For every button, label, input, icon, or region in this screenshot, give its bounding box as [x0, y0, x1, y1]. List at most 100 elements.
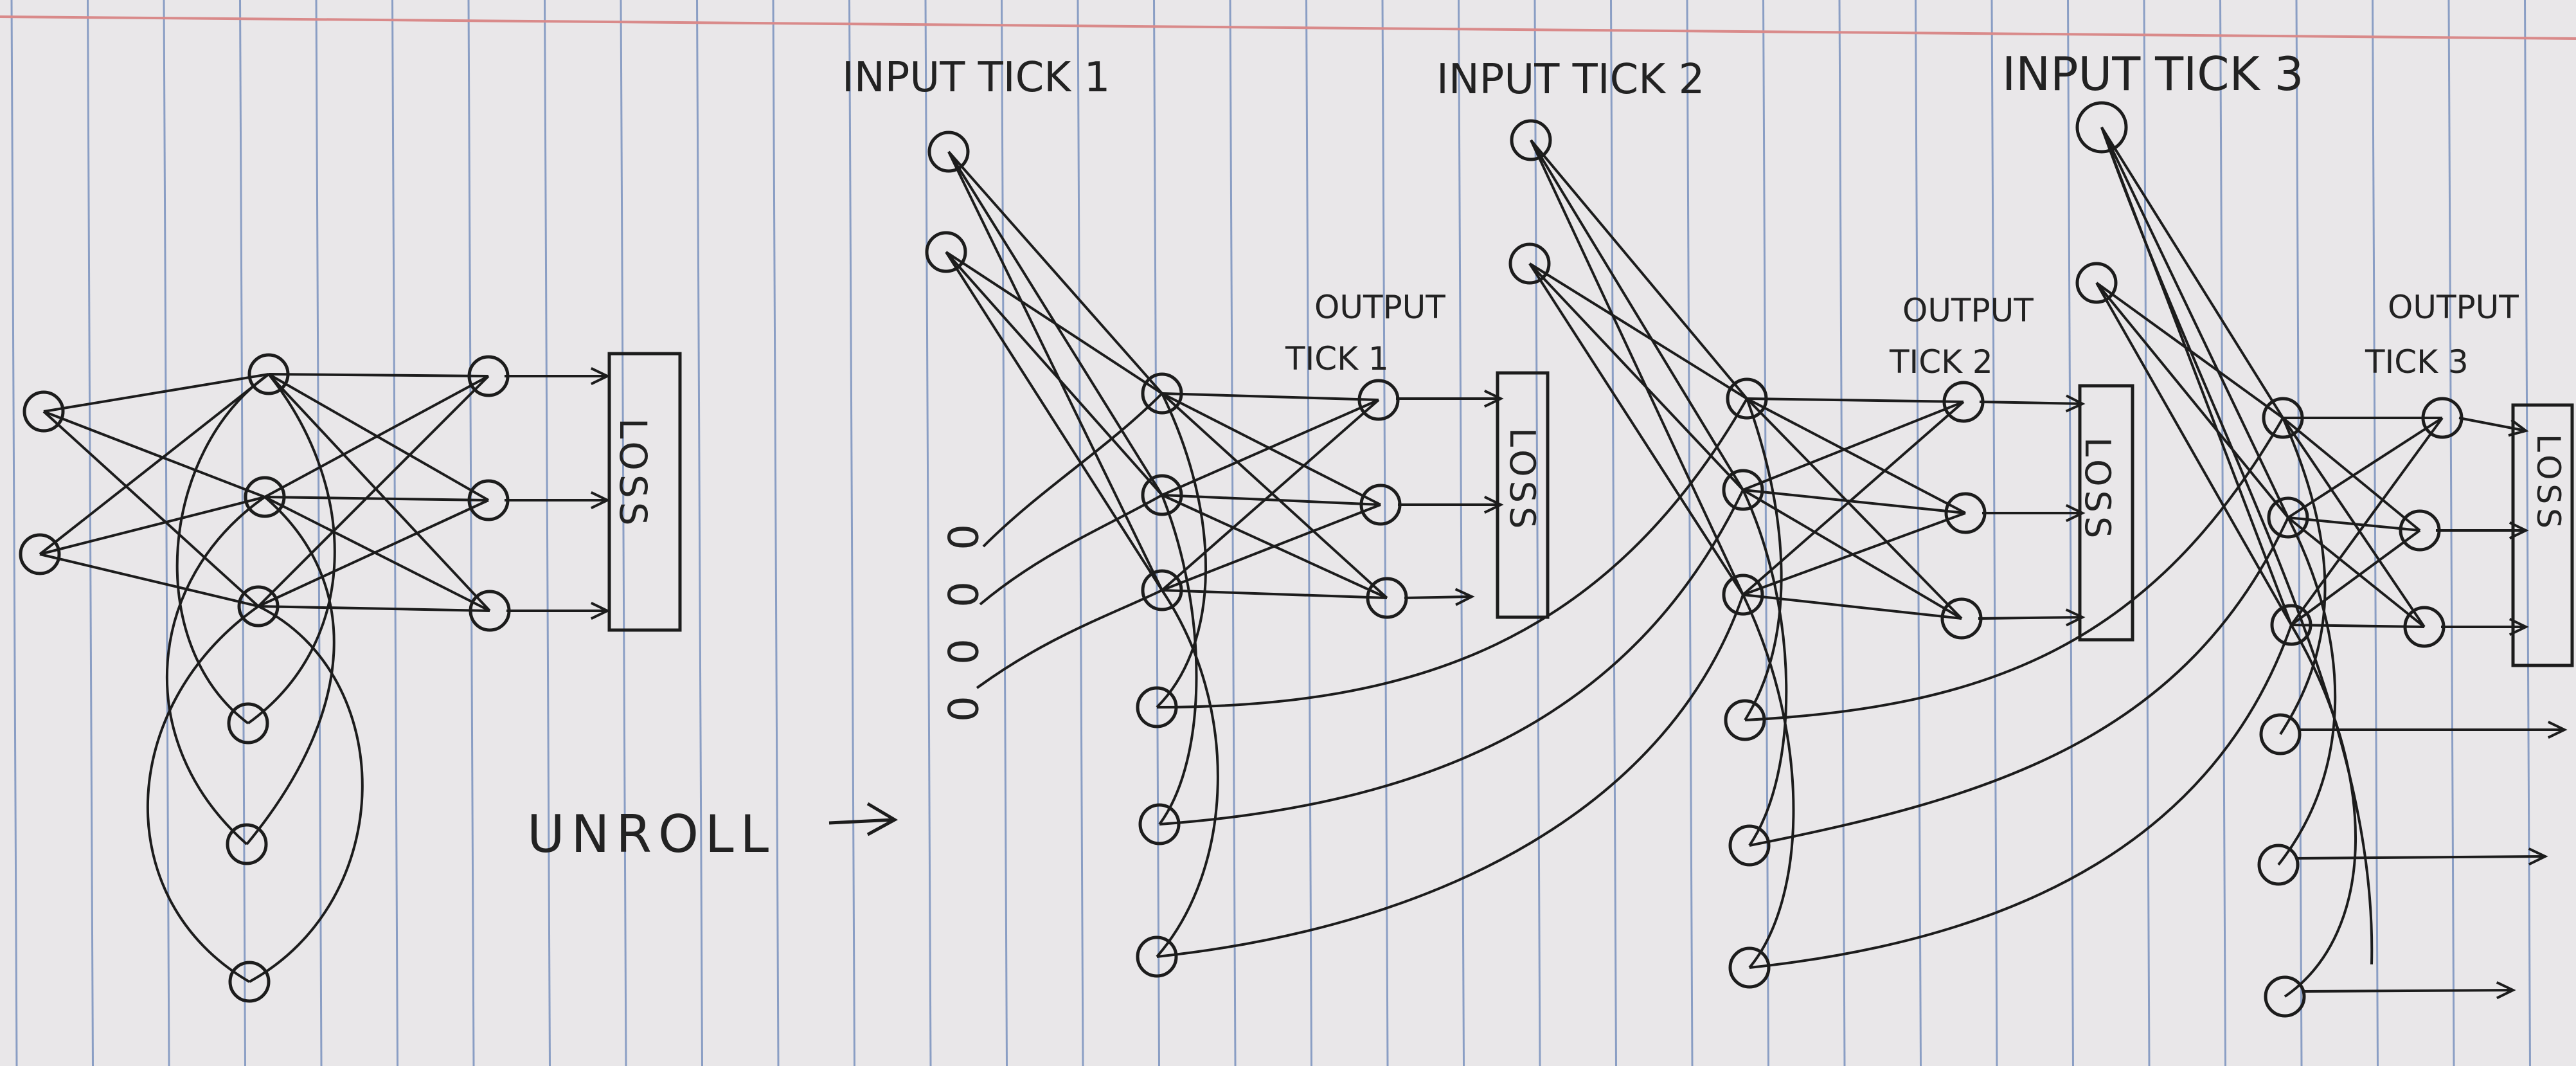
connection-edge — [258, 605, 490, 612]
neuron-node — [2267, 496, 2309, 539]
arrow-shaft — [2302, 989, 2514, 993]
neuron-node — [2262, 397, 2304, 439]
rule-line — [2372, 0, 2379, 1066]
neuron-node — [1726, 377, 1768, 420]
rule-line — [163, 0, 170, 1066]
arrow-shaft — [1404, 595, 1472, 599]
recurrent-edge — [247, 373, 336, 725]
connection-edge — [945, 251, 1163, 395]
connection-edge — [1161, 392, 1379, 401]
arrow-shaft — [1979, 401, 2083, 405]
neuron-node — [927, 131, 970, 173]
neuron-node — [22, 390, 65, 433]
arrow-head — [590, 602, 611, 620]
rule-line — [544, 0, 551, 1066]
rule-line — [696, 0, 703, 1066]
neuron-node — [1141, 569, 1183, 611]
connection-edge — [1746, 397, 1963, 620]
recurrent-edge — [1742, 489, 1788, 847]
rule-line — [620, 0, 627, 1066]
connection-edge — [1161, 399, 1379, 496]
neuron-node — [1357, 379, 1400, 421]
recurrent-edge — [1749, 624, 2293, 969]
loss-box — [2078, 384, 2134, 642]
rule-line — [2143, 0, 2151, 1066]
connection-edge — [1161, 589, 1388, 599]
rule-line — [315, 0, 323, 1066]
output-tick-3-label-line2: TICK 3 — [2365, 343, 2469, 381]
arrow-head — [2065, 504, 2086, 522]
rule-line — [1001, 0, 1008, 1066]
neuron-node — [2403, 606, 2446, 648]
connection-edge — [268, 373, 489, 501]
connection-edge — [2282, 417, 2426, 628]
connection-edge — [1528, 262, 1748, 400]
rule-line — [1077, 0, 1084, 1066]
neuron-node — [237, 585, 280, 628]
rule-line — [772, 0, 780, 1066]
neuron-node — [1940, 597, 1983, 640]
rule-line — [924, 0, 932, 1066]
input-tick-1-label: INPUT TICK 1 — [842, 54, 1110, 102]
loss-label-3: LOSS — [2077, 437, 2118, 542]
recurrent-edge — [2277, 517, 2337, 866]
arrow-head — [2509, 618, 2529, 636]
neuron-node — [2259, 713, 2302, 755]
neuron-node — [19, 533, 61, 575]
rule-line — [1915, 0, 1922, 1066]
output-tick-3-label-line1: OUTPUT — [2388, 289, 2519, 326]
connection-edge — [2282, 417, 2421, 532]
connection-edge — [1742, 489, 1966, 514]
neuron-node — [1141, 372, 1183, 415]
connection-edge — [2095, 282, 2293, 626]
neuron-node — [1728, 946, 1771, 989]
connection-edge — [1161, 392, 1381, 506]
connection-edge — [43, 410, 265, 498]
arrow-head — [2065, 394, 2086, 413]
recurrent-edge — [1156, 398, 1748, 709]
neuron-node — [1510, 119, 1552, 161]
neuron-node — [1944, 492, 1987, 534]
arrow-head — [2528, 847, 2548, 866]
connection-edge — [1161, 392, 1388, 599]
output-tick-1-label-line1: OUTPUT — [1314, 289, 1445, 326]
connection-edge — [2095, 282, 2289, 519]
rule-line — [2067, 0, 2074, 1066]
connection-edge — [2290, 417, 2444, 626]
arrow-head — [2065, 608, 2086, 627]
rule-line — [1990, 0, 1998, 1066]
recurrent-edge — [1742, 594, 1795, 969]
loss-box — [607, 352, 682, 632]
neuron-node — [1722, 574, 1764, 616]
neuron-node — [467, 355, 510, 397]
connections — [39, 126, 2568, 1000]
recurrent-edge — [1156, 594, 1744, 958]
recurrent-edge — [175, 373, 270, 725]
recurrent-edge — [2284, 624, 2357, 998]
arrow-head — [2509, 521, 2529, 539]
neuron-node — [1366, 577, 1408, 619]
neuron-node — [925, 231, 967, 273]
arrow-head — [2496, 981, 2516, 1000]
connection-edge — [1746, 397, 1964, 403]
neuron-node — [1136, 686, 1178, 728]
connection-edge — [1530, 140, 1744, 595]
neuron-node — [1508, 242, 1551, 285]
connection-edge — [1742, 401, 1965, 596]
recurrent-edge — [1749, 517, 2289, 847]
loss-box — [1496, 371, 1550, 619]
recurrent-edge — [982, 392, 1163, 548]
connection-edge — [945, 251, 1163, 496]
loss-label-1: LOSS — [611, 418, 655, 530]
arrow-shaft — [2295, 855, 2546, 860]
recurrent-edge — [1158, 494, 1198, 826]
connection-edge — [264, 496, 489, 501]
connection-edge — [258, 499, 489, 608]
rule-line — [1458, 0, 1465, 1066]
connection-edge — [947, 151, 1163, 591]
neuron-node — [227, 702, 269, 745]
recurrent-edge — [2100, 127, 2374, 965]
rule-line — [1838, 0, 1846, 1066]
neuron-node — [1728, 824, 1771, 867]
